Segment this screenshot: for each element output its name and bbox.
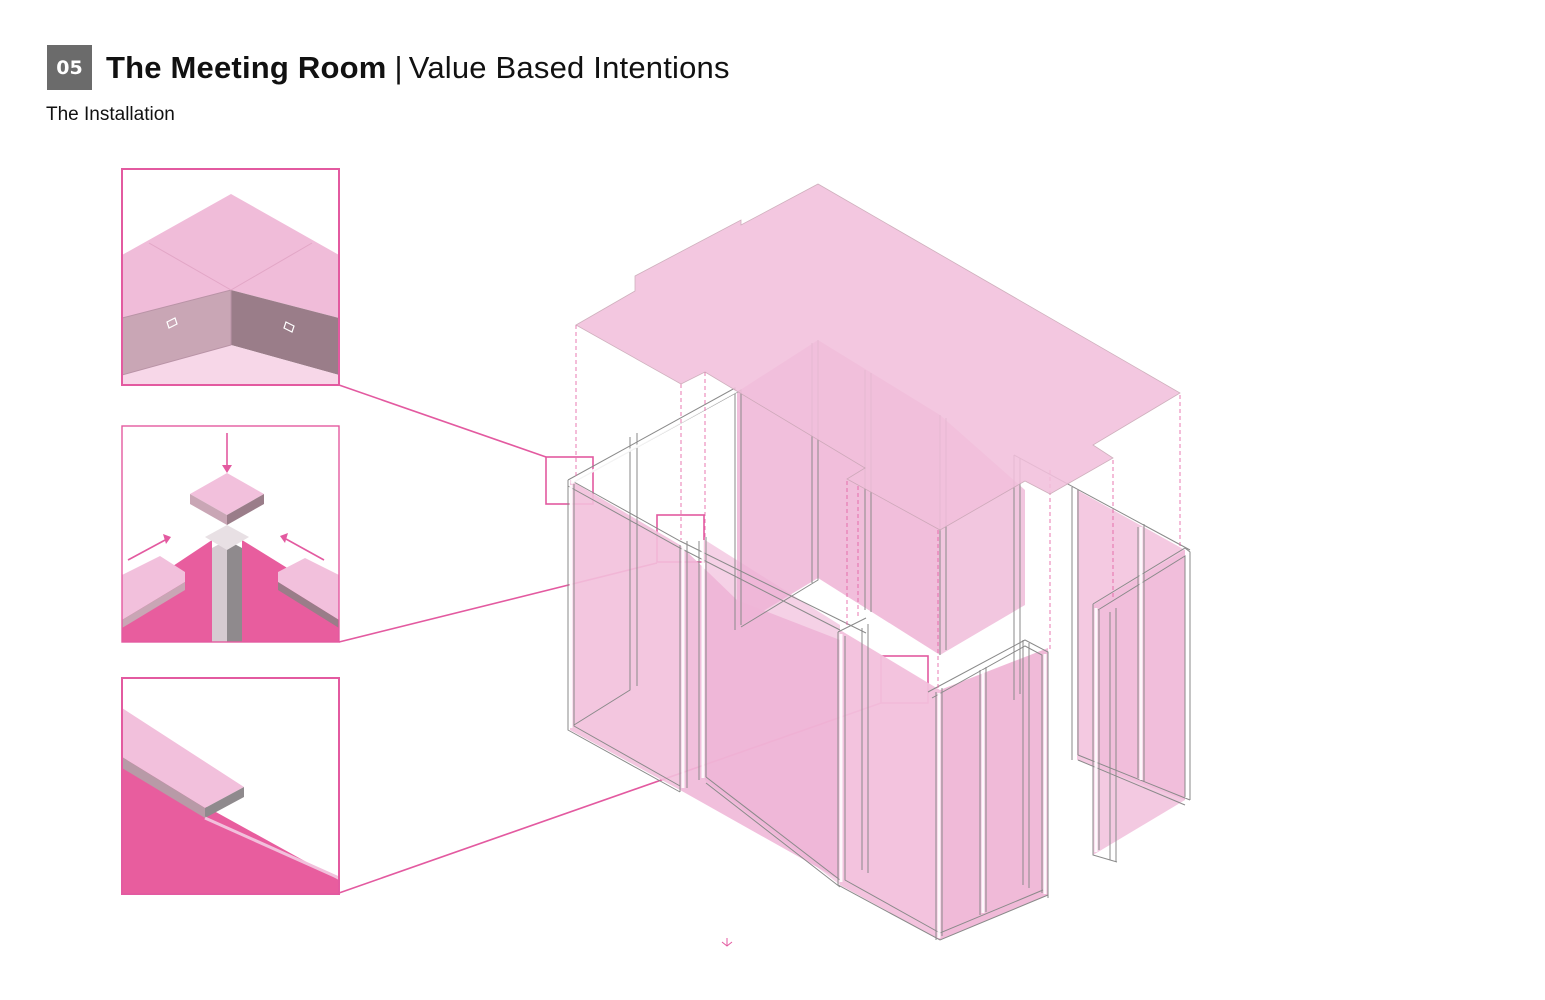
page-title: The Meeting Room|Value Based Intentions (106, 50, 730, 86)
roof-corner-joint-detail (121, 168, 340, 386)
section-number-badge: 05 (47, 45, 92, 90)
page-title-rest: Value Based Intentions (408, 49, 730, 85)
meeting-room-structure (567, 183, 1191, 947)
page-title-bold: The Meeting Room (106, 49, 387, 85)
page-subtitle: The Installation (46, 104, 175, 125)
post-cap-assembly-detail (121, 425, 340, 643)
header: 05 The Meeting Room|Value Based Intentio… (47, 45, 730, 90)
bottom-marker-icon (721, 938, 733, 947)
roof-panel (575, 183, 1181, 531)
title-separator: | (394, 49, 403, 85)
panel-edge-detail (121, 677, 340, 895)
